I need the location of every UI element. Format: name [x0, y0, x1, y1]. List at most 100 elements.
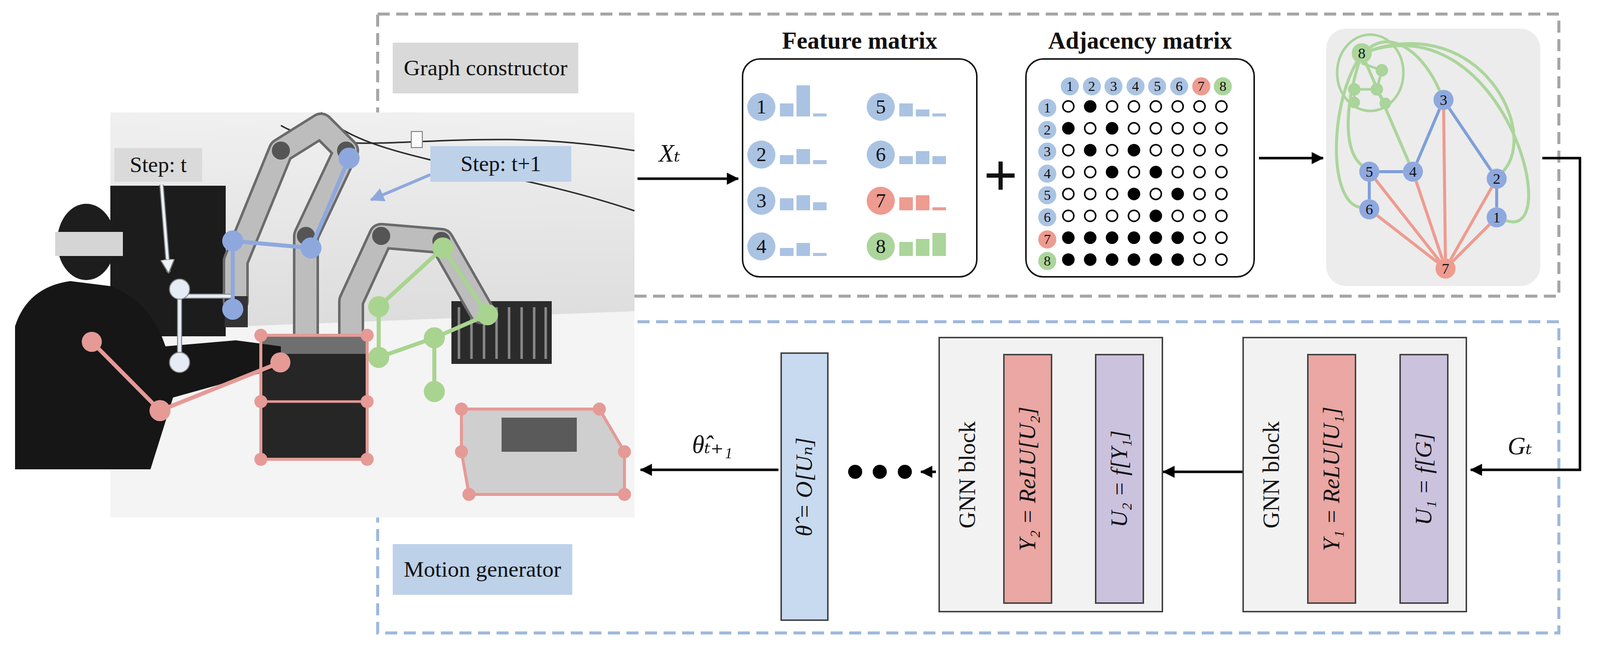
- flow-arrows: [1470, 157, 1580, 470]
- node-circle: 1: [1060, 77, 1079, 96]
- robot-scene-photo: [351, 235, 482, 382]
- node-number: 3: [1440, 92, 1448, 108]
- adjacency-dot: [1062, 210, 1074, 222]
- node-number: 4: [1409, 164, 1417, 180]
- connector: [1377, 215, 1438, 262]
- robot-scene-photo: [432, 237, 454, 259]
- feature-bar: [796, 148, 811, 165]
- node-number: 3: [756, 190, 767, 211]
- robot-scene-photo: [423, 327, 445, 349]
- robot-scene-photo: [260, 341, 368, 459]
- adjacency-dot: [1150, 188, 1162, 200]
- node-number: 8: [1219, 79, 1227, 94]
- plus-sign: +: [983, 145, 1018, 206]
- adjacency-dot: [1128, 122, 1140, 134]
- node-circle: 8: [1213, 77, 1232, 96]
- robot-scene-photo: [270, 352, 291, 373]
- node-circle: 4: [1402, 161, 1423, 182]
- adjacency-dot: [1172, 166, 1184, 178]
- connector: [1369, 41, 1440, 91]
- feature-bar: [779, 247, 794, 256]
- node-circle: 2: [1486, 168, 1507, 189]
- connector: [1367, 181, 1371, 200]
- robot-scene-photo: [617, 487, 631, 501]
- node-number: 1: [1493, 209, 1501, 225]
- adjacency-dot: [1106, 144, 1118, 156]
- robot-scene-photo: [169, 352, 190, 373]
- robot-scene-photo: [110, 112, 635, 518]
- module-region: Motion generatorθ̂ = O[Uₙ]GNN blockY₂ = …: [377, 321, 1559, 633]
- matrix-box: Feature matrix12345678: [741, 58, 978, 278]
- adjacency-dot: [1194, 210, 1206, 222]
- node-text: Y₂ = ReLU[U₂]: [1016, 406, 1040, 551]
- adjacency-dot: [1106, 188, 1118, 200]
- adjacency-dot: [1150, 166, 1162, 178]
- step-label: Step: t: [114, 147, 203, 182]
- robot-scene-photo: [454, 444, 468, 458]
- node-number: 2: [1088, 79, 1096, 94]
- adjacency-dot: [1128, 100, 1140, 112]
- robot-scene-photo: [222, 230, 244, 252]
- adjacency-dot: [1062, 144, 1074, 156]
- relu-box: Y₂ = ReLU[U₂]: [1003, 353, 1053, 604]
- node-number: 1: [1066, 79, 1074, 94]
- feature-bar: [813, 160, 827, 165]
- region-label: Graph constructor: [392, 42, 579, 94]
- feature-bar: [899, 241, 913, 256]
- feature-bar: [779, 198, 794, 211]
- subgraph: [1376, 65, 1387, 76]
- connector: [1371, 43, 1515, 172]
- robot-scene-photo: [592, 402, 606, 416]
- node-number: 5: [1153, 79, 1161, 94]
- ellipsis-dots: [848, 464, 912, 479]
- robot-scene-photo: [351, 235, 482, 382]
- feature-bar: [915, 238, 930, 256]
- robot-scene-photo: [271, 141, 290, 160]
- node-number: 8: [875, 236, 886, 257]
- robot-scene-photo: [501, 417, 577, 452]
- adjacency-dot: [1194, 122, 1206, 134]
- robot-scene-photo: [254, 452, 268, 466]
- connector: [1163, 470, 1243, 473]
- adjacency-dot: [1084, 122, 1096, 134]
- adjacency-dot: [1084, 232, 1096, 244]
- robot-scene-photo: [368, 295, 390, 317]
- robot-scene-photo: [222, 298, 244, 320]
- node-circle: 7: [1435, 258, 1456, 279]
- connector: [1379, 170, 1403, 174]
- adjacency-dot: [1106, 100, 1118, 112]
- feature-bar: [813, 252, 827, 256]
- robot-scene-photo: [411, 131, 423, 148]
- node-circle: 3: [1433, 89, 1454, 110]
- robot-scene-photo: [81, 331, 102, 352]
- robot-scene-photo: [179, 288, 233, 363]
- node-text: GNN block: [955, 420, 980, 528]
- node-number: 7: [1197, 79, 1205, 94]
- feature-bar: [796, 85, 811, 117]
- node-circle: 1: [1486, 207, 1507, 228]
- adjacency-dot: [1194, 144, 1206, 156]
- robot-scene-photo: [338, 147, 360, 169]
- node-number: 4: [1132, 79, 1140, 94]
- matrix-title: Adjacency matrix: [1026, 28, 1254, 53]
- node-circle: 2: [1038, 120, 1057, 139]
- adjacency-dot: [1172, 253, 1184, 265]
- node-text: GNN block: [1259, 420, 1284, 528]
- robot-scene-photo: [232, 157, 350, 309]
- robot-scene-photo: [169, 278, 190, 373]
- node-number: 3: [1109, 79, 1117, 94]
- robot-scene-photo: [161, 184, 169, 272]
- linear-box: U₂ = f[Y₁]: [1094, 353, 1145, 604]
- adjacency-dot: [1106, 122, 1118, 134]
- adjacency-dot: [1106, 210, 1118, 222]
- adjacency-dot: [1128, 166, 1140, 178]
- adjacency-dot: [1106, 232, 1118, 244]
- robot-scene-photo: [321, 112, 635, 211]
- connector: [1443, 109, 1446, 259]
- adjacency-dot: [1194, 253, 1206, 265]
- robot-scene-photo: [254, 328, 631, 501]
- output-box: θ̂ = O[Uₙ]: [780, 352, 829, 621]
- robot-scene-photo: [423, 380, 445, 402]
- robot-scene-photo: [110, 310, 635, 518]
- adjacency-dot: [1128, 253, 1140, 265]
